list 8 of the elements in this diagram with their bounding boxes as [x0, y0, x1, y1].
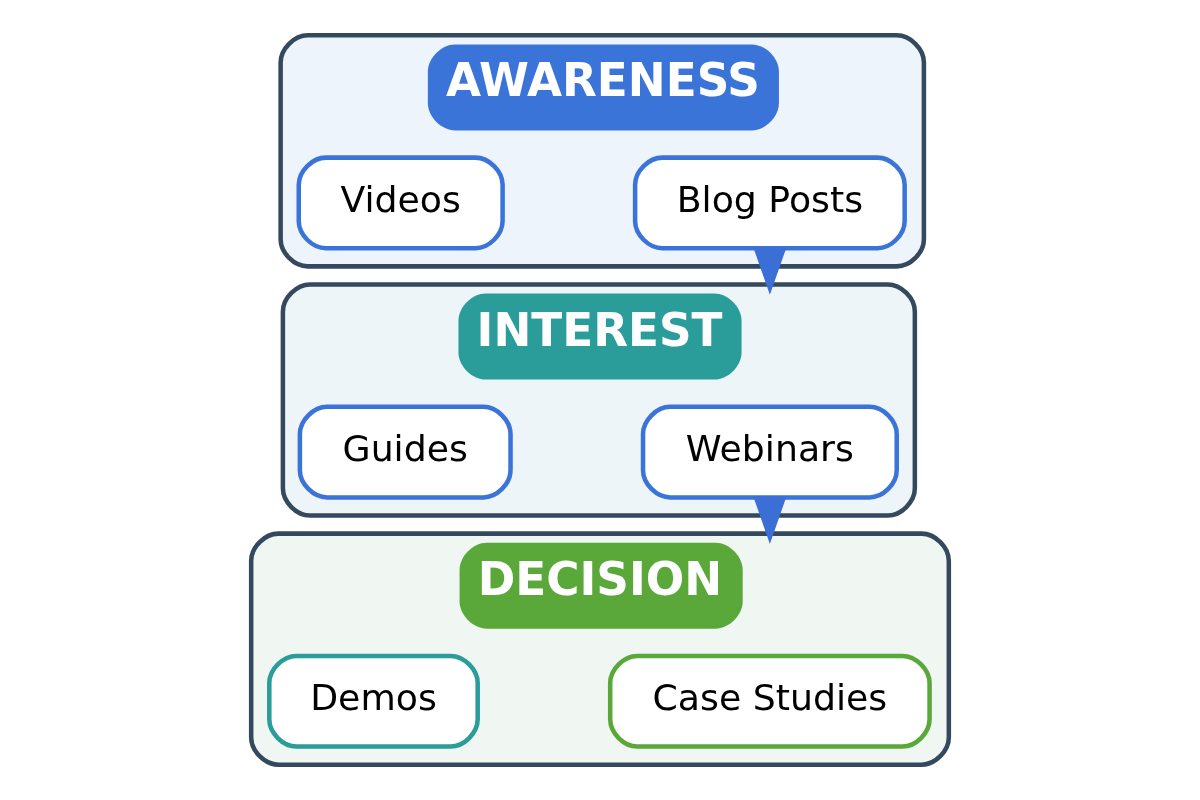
node-box: Blog Posts	[632, 155, 907, 251]
arrow	[753, 496, 787, 544]
node-box: Demos	[267, 653, 480, 749]
node-box: Webinars	[640, 404, 899, 500]
node-box: Videos	[296, 155, 505, 251]
node-box: Case Studies	[607, 653, 932, 749]
arrow	[753, 247, 787, 295]
node-box: Guides	[297, 404, 513, 500]
